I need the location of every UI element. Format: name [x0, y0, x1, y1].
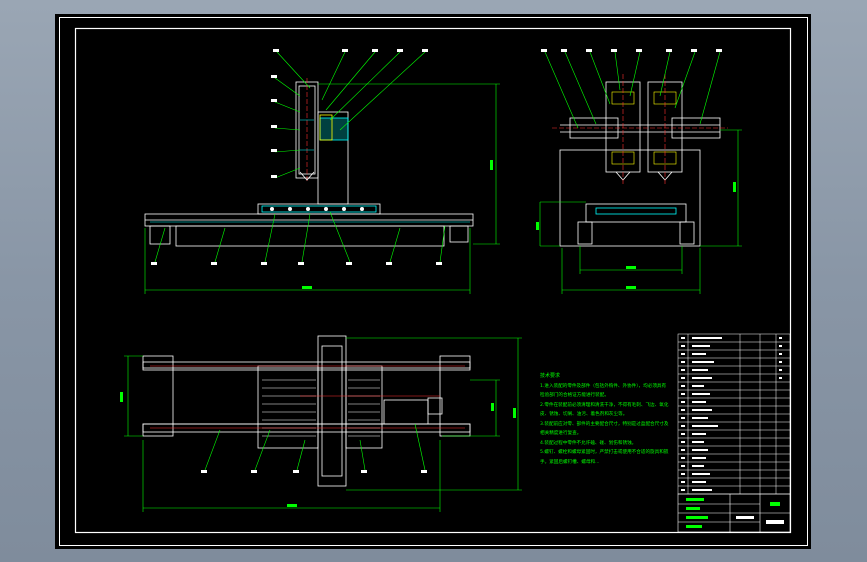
top-view-leaders: [204, 423, 426, 471]
front-view-dim-text: [302, 160, 493, 289]
bom-table: [677, 333, 791, 495]
outer-border: [59, 17, 808, 546]
inner-border: [74, 27, 792, 534]
side-view-leaders: [544, 51, 721, 129]
side-view-centerlines: [552, 74, 728, 184]
tech-note-line: 2.零件在装配前必须清理和清洗干净，不得有毛刺、飞边、氧化: [540, 402, 669, 408]
top-view-labels: [201, 470, 427, 473]
bom-text-marks: [681, 337, 782, 491]
top-view-rails: [150, 365, 465, 429]
technical-requirements: 技术要求 1.进入装配的零件及部件（包括外购件、外协件），均必须具有 检验部门的…: [540, 372, 670, 467]
front-view-balls: [270, 207, 364, 211]
tech-note-line: 相关精度进行复查。: [540, 431, 582, 436]
tech-note-line: 皮、锈蚀、切屑、油污、着色剂和灰尘等。: [540, 412, 628, 417]
top-view-fins: [262, 379, 380, 437]
front-view: [144, 78, 474, 247]
title-block: [677, 493, 791, 533]
tech-note-line: 1.进入装配的零件及部件（包括外购件、外协件），均必须具有: [540, 383, 667, 389]
side-view-labels: [541, 49, 722, 52]
side-view-dim-text: [536, 182, 736, 289]
front-view-labels: [151, 49, 442, 265]
tech-note-line: 4.装配过程中零件不允许磕、碰、划伤和锈蚀。: [540, 440, 637, 446]
side-view-dims: [539, 129, 742, 294]
front-view-leaders: [154, 51, 446, 263]
top-view: [142, 335, 471, 487]
top-view-dim-text: [120, 392, 516, 507]
tech-note-line: 3.装配前应对零、部件的主要配合尺寸，特别是过盈配合尺寸及: [540, 421, 669, 427]
title-block-marks: [686, 498, 784, 528]
tech-note-line: 手。紧固后螺钉槽、螺母和...: [540, 459, 600, 465]
drawing-viewport[interactable]: [55, 14, 811, 549]
front-view-hatch: [150, 119, 470, 223]
tech-notes-title: 技术要求: [540, 373, 561, 379]
side-view: [559, 81, 721, 247]
front-view-dims: [144, 83, 500, 294]
tech-note-line: 5.螺钉、螺栓和螺母紧固时，严禁打击或使用不合适的旋具和扳: [540, 450, 669, 455]
tech-note-line: 检验部门的合格证方能进行装配。: [540, 393, 609, 398]
top-view-dims: [124, 337, 522, 512]
